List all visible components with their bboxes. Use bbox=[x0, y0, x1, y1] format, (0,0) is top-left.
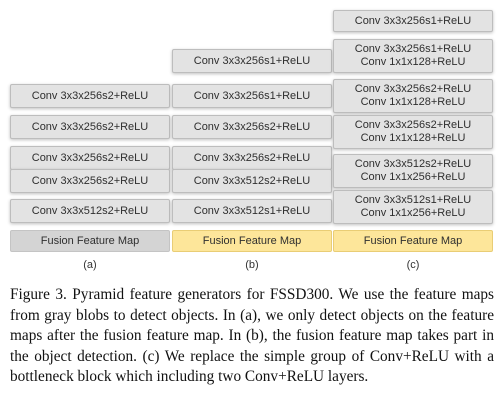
conv-block: Conv 3x3x512s2+ReLU bbox=[10, 199, 170, 223]
bottleneck-block: Conv 3x3x256s2+ReLU Conv 1x1x128+ReLU bbox=[333, 79, 493, 113]
conv-layer-label: Conv 3x3x256s2+ReLU bbox=[31, 151, 149, 164]
conv-layer-label: Conv 3x3x512s1+ReLU bbox=[354, 194, 472, 206]
panel-label: (a) bbox=[83, 259, 97, 271]
conv-layer-label: Conv 3x3x256s2+ReLU bbox=[354, 119, 472, 131]
conv-layer-label: Conv 1x1x256+ReLU bbox=[360, 171, 466, 183]
panel-label: (b) bbox=[245, 259, 259, 271]
fusion-label: Fusion Feature Map bbox=[40, 234, 140, 247]
conv-layer-label: Conv 1x1x128+ReLU bbox=[360, 132, 466, 144]
conv-block: Conv 3x3x512s1+ReLU bbox=[172, 199, 332, 223]
conv-layer-label: Conv 3x3x256s1+ReLU bbox=[193, 89, 311, 102]
conv-layer-label: Conv 3x3x256s2+ReLU bbox=[193, 120, 311, 133]
conv-layer-label: Conv 3x3x512s2+ReLU bbox=[354, 158, 472, 170]
conv-layer-label: Conv 3x3x512s1+ReLU bbox=[193, 204, 311, 217]
bottleneck-block: Conv 3x3x256s2+ReLU Conv 1x1x128+ReLU bbox=[333, 115, 493, 149]
bottleneck-block: Conv 3x3x256s1+ReLU Conv 1x1x128+ReLU bbox=[333, 39, 493, 73]
conv-layer-label: Conv 3x3x256s2+ReLU bbox=[193, 151, 311, 164]
conv-block: Conv 3x3x256s1+ReLU bbox=[333, 10, 493, 32]
fusion-label: Fusion Feature Map bbox=[202, 234, 302, 247]
bottleneck-block: Conv 3x3x512s1+ReLU Conv 1x1x256+ReLU bbox=[333, 190, 493, 224]
conv-block: Conv 3x3x256s2+ReLU bbox=[10, 84, 170, 108]
fusion-feature-map: Fusion Feature Map bbox=[172, 230, 332, 252]
conv-block: Conv 3x3x256s1+ReLU bbox=[172, 49, 332, 73]
conv-layer-label: Conv 3x3x512s2+ReLU bbox=[193, 174, 311, 187]
bottleneck-block: Conv 3x3x512s2+ReLU Conv 1x1x256+ReLU bbox=[333, 154, 493, 188]
conv-block: Conv 3x3x256s1+ReLU bbox=[172, 84, 332, 108]
conv-block: Conv 3x3x256s2+ReLU bbox=[172, 146, 332, 170]
conv-layer-label: Conv 3x3x512s2+ReLU bbox=[31, 204, 149, 217]
conv-block: Conv 3x3x256s2+ReLU bbox=[172, 115, 332, 139]
conv-layer-label: Conv 1x1x128+ReLU bbox=[360, 96, 466, 108]
conv-block: Conv 3x3x256s2+ReLU bbox=[10, 115, 170, 139]
conv-layer-label: Conv 3x3x256s1+ReLU bbox=[354, 14, 472, 27]
conv-layer-label: Conv 1x1x256+ReLU bbox=[360, 207, 466, 219]
conv-layer-label: Conv 3x3x256s2+ReLU bbox=[31, 174, 149, 187]
fusion-feature-map: Fusion Feature Map bbox=[10, 230, 170, 252]
conv-layer-label: Conv 3x3x256s2+ReLU bbox=[354, 83, 472, 95]
conv-block: Conv 3x3x256s2+ReLU bbox=[10, 169, 170, 193]
figure-caption: Figure 3. Pyramid feature generators for… bbox=[10, 286, 494, 385]
conv-layer-label: Conv 3x3x256s1+ReLU bbox=[354, 43, 472, 55]
conv-layer-label: Conv 3x3x256s1+ReLU bbox=[193, 54, 311, 67]
figure: Conv 3x3x256s2+ReLU Conv 3x3x256s2+ReLU … bbox=[10, 10, 493, 271]
conv-layer-label: Conv 1x1x128+ReLU bbox=[360, 56, 466, 68]
conv-block: Conv 3x3x256s2+ReLU bbox=[10, 146, 170, 170]
panel-label: (c) bbox=[406, 259, 420, 271]
fusion-label: Fusion Feature Map bbox=[363, 234, 463, 247]
conv-layer-label: Conv 3x3x256s2+ReLU bbox=[31, 120, 149, 133]
conv-block: Conv 3x3x512s2+ReLU bbox=[172, 169, 332, 193]
conv-layer-label: Conv 3x3x256s2+ReLU bbox=[31, 89, 149, 102]
fusion-feature-map: Fusion Feature Map bbox=[333, 230, 493, 252]
